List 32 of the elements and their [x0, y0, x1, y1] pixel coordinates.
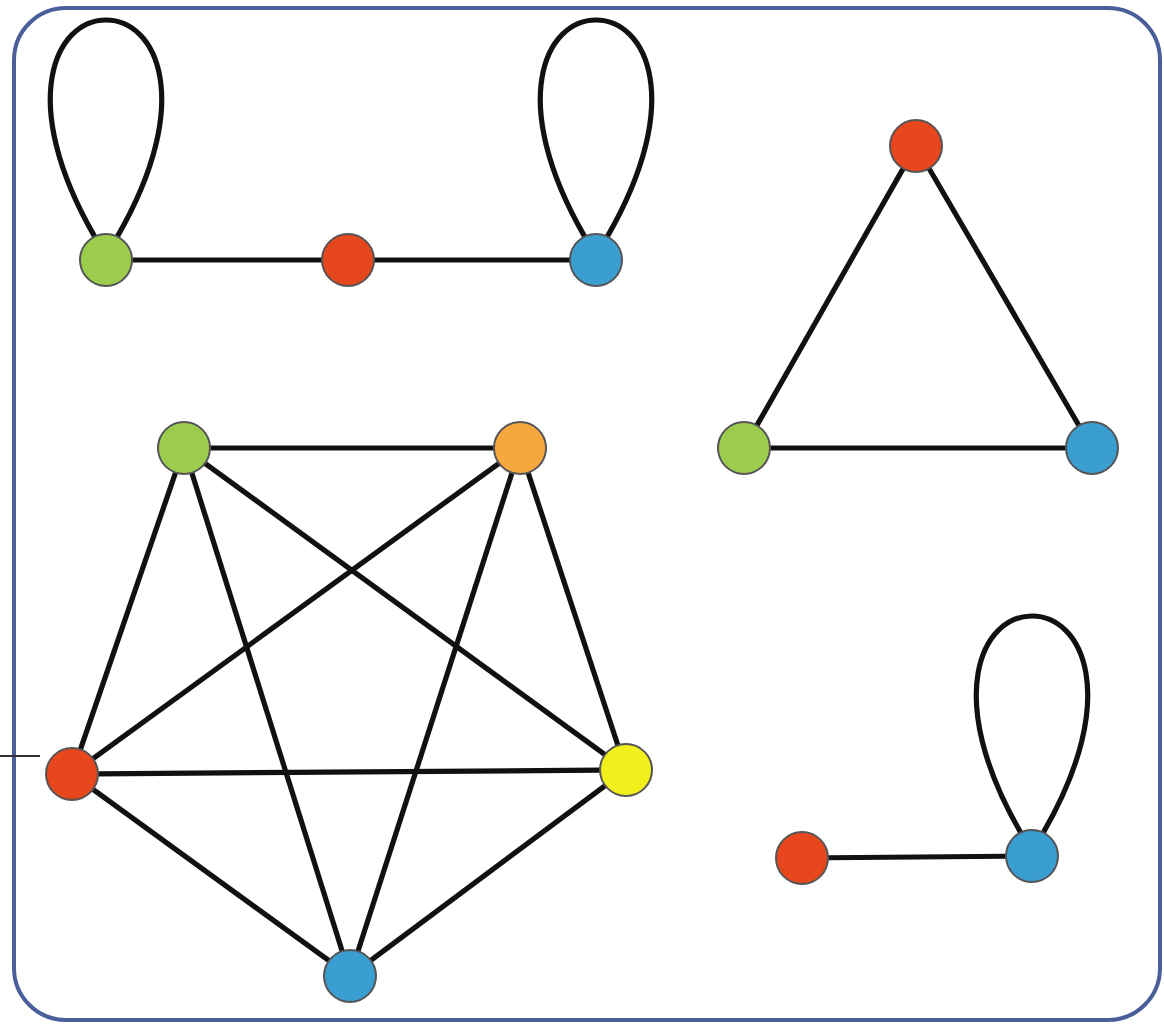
graph-vertex — [1005, 829, 1059, 883]
graph-vertex — [775, 831, 829, 885]
edge-line — [189, 472, 345, 952]
graph-vertex — [1065, 421, 1119, 475]
self-loop — [973, 613, 1091, 834]
graph-vertex — [569, 233, 623, 287]
graph-vertex — [157, 421, 211, 475]
graph-vertex — [323, 949, 377, 1003]
edge-line — [525, 471, 621, 747]
edge-line — [78, 471, 178, 751]
edge-line — [98, 767, 600, 777]
edge-line — [770, 445, 1066, 451]
graph-vertex — [321, 233, 375, 287]
edge-line — [374, 257, 570, 263]
edge-line — [210, 445, 494, 451]
edge-line — [828, 853, 1006, 861]
edge-line — [355, 471, 515, 953]
edge-line — [754, 167, 906, 427]
graph-vertex — [79, 233, 133, 287]
edge-line — [926, 167, 1082, 427]
graph-vertex — [889, 119, 943, 173]
edge-line — [91, 787, 331, 963]
graph-vertex — [599, 743, 653, 797]
edge-line — [369, 783, 607, 963]
self-loop — [537, 17, 655, 238]
graph-vertex — [45, 747, 99, 801]
edge-line — [91, 461, 501, 761]
graph-vertex — [717, 421, 771, 475]
edge-line — [132, 257, 322, 263]
graph-vertex — [493, 421, 547, 475]
edge-line — [203, 461, 607, 757]
self-loop — [47, 17, 165, 238]
